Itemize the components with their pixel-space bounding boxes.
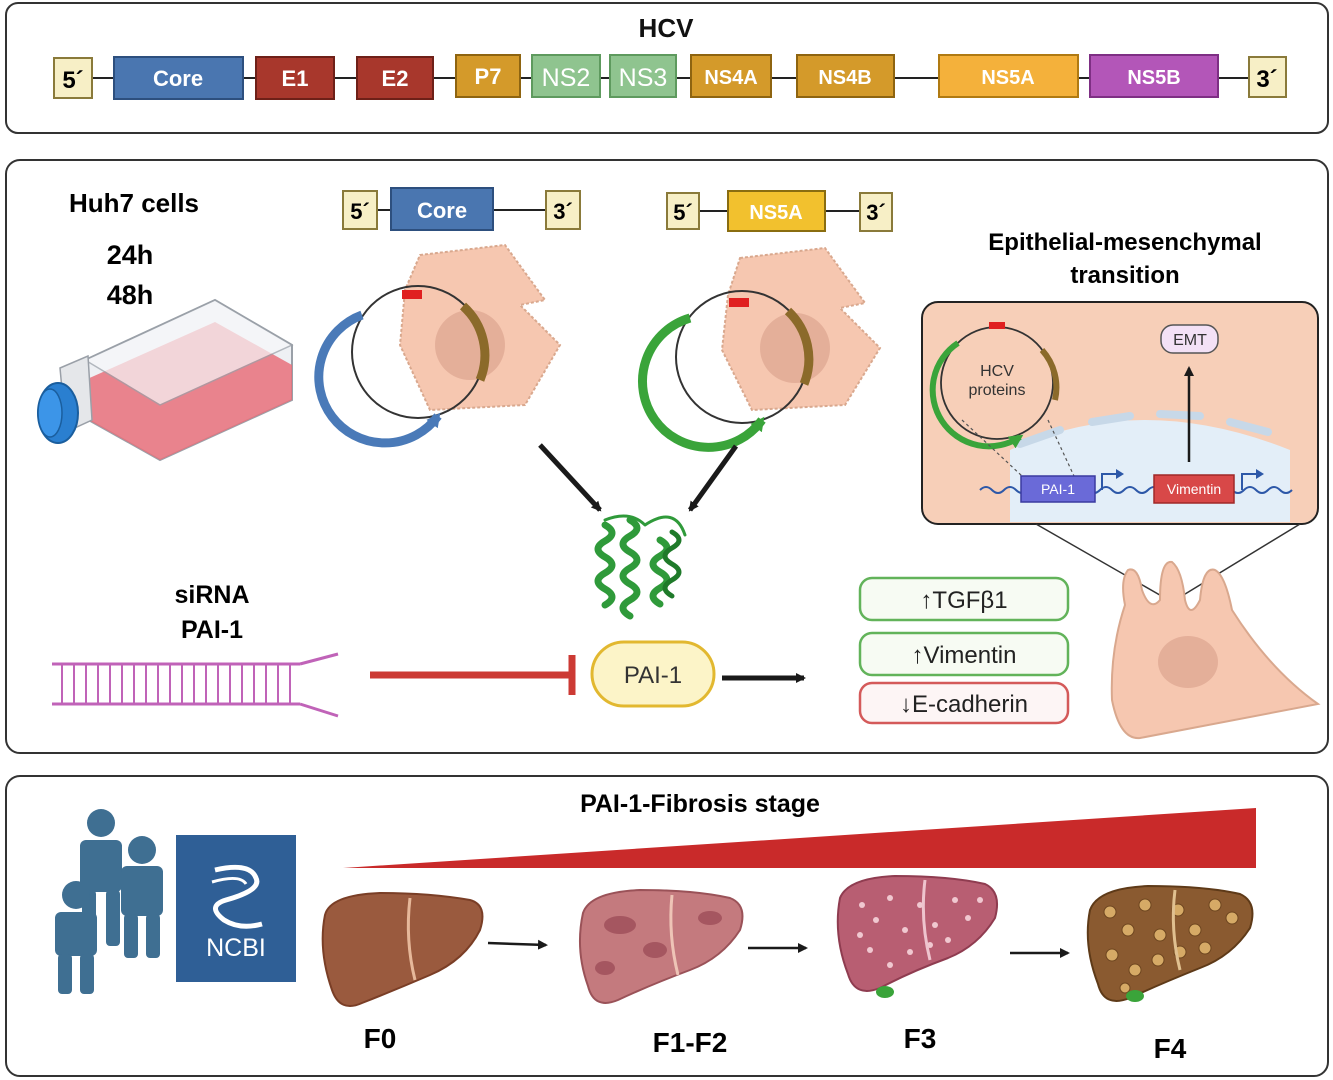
- liver-f0-icon: [321, 891, 484, 1007]
- inset-plasmid-line2: proteins: [969, 382, 1026, 399]
- cells-label: Huh7 cells: [69, 188, 199, 218]
- stage-f1-f2: F1-F2: [653, 1027, 728, 1058]
- ncbi-label: NCBI: [206, 934, 266, 962]
- inset-gene-vimentin-label: Vimentin: [1167, 481, 1221, 497]
- liver-f4-icon: [1086, 884, 1254, 1002]
- inset-plasmid-line1: HCV: [980, 363, 1014, 380]
- segment-ns4b: [796, 54, 895, 98]
- utr-5-label: 5´: [62, 67, 83, 94]
- marker-vimentin-label: ↑Vimentin: [912, 642, 1017, 669]
- segment-ns3: [609, 54, 677, 98]
- fibrosis-gradient-wedge: [343, 808, 1256, 868]
- construct-ns5a-gene: NS5A: [749, 202, 802, 224]
- segment-ns5b: [1089, 54, 1219, 98]
- emt-inset: HCV proteins PAI-1 Vimentin EMT: [921, 301, 1319, 525]
- fibrosis-title: PAI-1-Fibrosis stage: [580, 790, 820, 818]
- construct-core-3: 3´: [553, 199, 573, 224]
- segment-ns4b-label: NS4B: [818, 67, 871, 89]
- construct-ns5a: 5´ NS5A 3´: [666, 190, 893, 232]
- stage-f0: F0: [364, 1023, 397, 1054]
- utr-5-box: [53, 57, 93, 99]
- construct-ns5a-3: 3´: [866, 200, 886, 225]
- stage-f3: F3: [904, 1023, 937, 1054]
- culture-flask-icon: [37, 298, 294, 462]
- stage-f4: F4: [1154, 1033, 1187, 1064]
- segment-ns2-label: NS2: [542, 64, 591, 92]
- utr-3-box: [1248, 56, 1287, 98]
- fibrosis-panel: PAI-1-Fibrosis stage NCBI: [5, 775, 1329, 1077]
- marker-tgfb1-label: ↑TGFβ1: [920, 587, 1007, 614]
- liver-f1-f2-icon: [579, 888, 744, 1004]
- segment-ns2: [531, 54, 601, 98]
- mesenchymal-cell: [1110, 560, 1321, 740]
- marker-tgfb1: [858, 576, 1070, 622]
- segment-core: [113, 56, 244, 100]
- ncbi-logo: NCBI: [176, 835, 296, 982]
- marker-ecadherin-label: ↓E-cadherin: [900, 691, 1028, 718]
- sirna-label-line1: siRNA: [174, 581, 249, 609]
- emt-title-line1: Epithelial-mesenchymal: [988, 229, 1261, 256]
- transfected-cell-ns5a: [638, 246, 882, 452]
- inhibition-line: [370, 655, 576, 695]
- inset-gene-vimentin: [1153, 474, 1235, 504]
- liver-f3-icon: [836, 874, 998, 998]
- segment-e1-label: E1: [282, 66, 309, 91]
- segment-core-label: Core: [153, 66, 203, 91]
- genome-panel: HCV 5´ Core E1 E2 P7 NS2 NS3 NS4A NS4B N…: [5, 2, 1329, 134]
- pai1-capsule: [590, 640, 716, 708]
- segment-p7-label: P7: [475, 64, 502, 89]
- pai1-capsule-label: PAI-1: [624, 662, 682, 689]
- inset-gene-pai1: [1020, 475, 1096, 503]
- construct-ns5a-5: 5´: [673, 200, 693, 225]
- sirna-duplex-icon: [52, 652, 339, 718]
- patients-icon: [55, 809, 163, 994]
- segment-ns4a: [690, 54, 772, 98]
- genome-title: HCV: [639, 13, 695, 43]
- utr-3-label: 3´: [1256, 66, 1277, 93]
- construct-core: 5´ Core 3´: [342, 187, 581, 231]
- segment-ns4a-label: NS4A: [704, 67, 757, 89]
- time-24h: 24h: [107, 240, 154, 270]
- segment-e1: [255, 56, 335, 100]
- segment-ns5a: [938, 54, 1079, 98]
- inset-emt-badge: [1160, 324, 1219, 354]
- segment-e2-label: E2: [382, 66, 409, 91]
- sirna-label-line2: PAI-1: [181, 616, 243, 644]
- pai1-protein-structure: [594, 514, 687, 620]
- segment-e2: [356, 56, 434, 100]
- experiment-panel: Huh7 cells 24h 48h 5´ Core 3´ 5´: [5, 159, 1329, 754]
- transfected-cell-core: [314, 243, 562, 448]
- emt-title-line2: transition: [1070, 262, 1179, 289]
- marker-ecadherin: [858, 681, 1070, 725]
- segment-p7: [455, 54, 521, 98]
- marker-vimentin: [858, 631, 1070, 677]
- construct-core-gene: Core: [417, 198, 467, 223]
- construct-core-5: 5´: [350, 199, 370, 224]
- segment-ns5b-label: NS5B: [1127, 67, 1180, 89]
- segment-ns5a-label: NS5A: [981, 67, 1034, 89]
- segment-ns3-label: NS3: [619, 64, 668, 92]
- inset-gene-pai1-label: PAI-1: [1041, 481, 1075, 497]
- inset-emt-badge-label: EMT: [1173, 332, 1207, 349]
- time-48h: 48h: [107, 280, 154, 310]
